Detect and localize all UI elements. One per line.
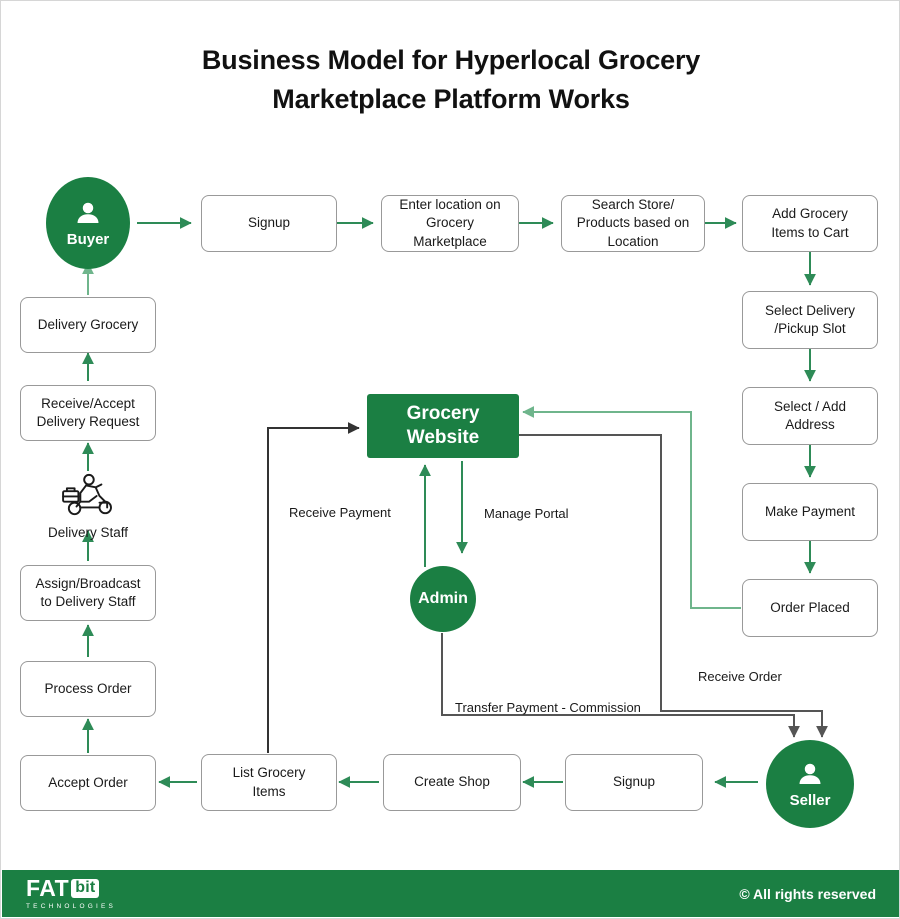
step-receive-accept-delivery-request[interactable]: Receive/Accept Delivery Request [20, 385, 156, 441]
edge-list-items-to-website [267, 422, 360, 753]
actor-admin-label: Admin [418, 590, 468, 607]
step-seller-signup[interactable]: Signup [565, 754, 703, 811]
person-icon [799, 763, 821, 784]
actor-buyer-label: Buyer [66, 231, 110, 248]
actor-buyer[interactable]: Buyer [46, 177, 130, 269]
actor-seller-label: Seller [789, 792, 831, 809]
fatbit-logo[interactable]: FAT bit TECHNOLOGIES [26, 874, 117, 911]
step-add-to-cart[interactable]: Add Grocery Items to Cart [742, 195, 878, 252]
actor-delivery-staff[interactable]: Delivery Staff [18, 472, 158, 541]
step-process-order[interactable]: Process Order [20, 661, 156, 717]
delivery-staff-label: Delivery Staff [47, 525, 129, 540]
logo-tagline: TECHNOLOGIES [26, 902, 117, 910]
footer-bar: FAT bit TECHNOLOGIES © All rights reserv… [2, 870, 899, 917]
person-icon [77, 202, 99, 223]
step-select-address[interactable]: Select / Add Address [742, 387, 878, 445]
step-buyer-signup[interactable]: Signup [201, 195, 337, 252]
step-make-payment[interactable]: Make Payment [742, 483, 878, 541]
edge-label-receive-payment: Receive Payment [289, 505, 391, 520]
step-order-placed[interactable]: Order Placed [742, 579, 878, 637]
step-delivery-grocery[interactable]: Delivery Grocery [20, 297, 156, 353]
step-create-shop[interactable]: Create Shop [383, 754, 521, 811]
actor-admin[interactable]: Admin [410, 566, 476, 632]
step-select-slot[interactable]: Select Delivery /Pickup Slot [742, 291, 878, 349]
logo-fat-text: FAT [26, 874, 70, 901]
step-accept-order[interactable]: Accept Order [20, 755, 156, 811]
delivery-scooter-icon [62, 473, 112, 516]
page-title: Business Model for Hyperlocal Grocery Ma… [201, 45, 701, 115]
step-search-store[interactable]: Search Store/ Products based on Location [561, 195, 705, 252]
step-list-grocery-items[interactable]: List Grocery Items [201, 754, 337, 811]
platform-grocery-website[interactable]: Grocery Website [367, 394, 519, 458]
edge-label-manage-portal: Manage Portal [484, 506, 569, 521]
step-enter-location[interactable]: Enter location on Grocery Marketplace [381, 195, 519, 252]
logo-bit-badge: bit [71, 878, 100, 898]
step-assign-broadcast[interactable]: Assign/Broadcast to Delivery Staff [20, 565, 156, 621]
edge-label-receive-order: Receive Order [698, 669, 782, 684]
logo-wordmark: FAT bit [26, 874, 100, 901]
copyright-text: © All rights reserved [739, 885, 876, 902]
edge-admin-to-seller-transfer-payment [441, 633, 800, 738]
edge-label-transfer-payment-commission: Transfer Payment - Commission [455, 700, 641, 715]
actor-seller[interactable]: Seller [766, 740, 854, 828]
